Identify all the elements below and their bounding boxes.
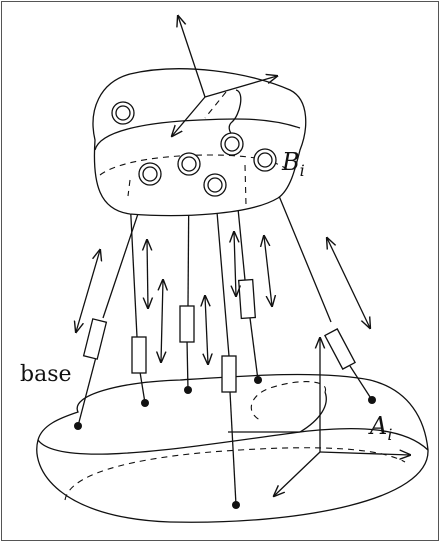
- base-joint: [74, 422, 82, 430]
- platform-joint: [112, 102, 134, 124]
- base-joint: [141, 399, 149, 407]
- base-joint: [232, 501, 240, 509]
- actuation-arrows: [76, 232, 370, 364]
- platform-joint: [254, 149, 276, 171]
- leg-motion-arrow: [264, 236, 272, 306]
- leg-motion-arrow: [205, 296, 208, 364]
- leg-motion-arrow: [327, 238, 370, 328]
- base-joint: [368, 396, 376, 404]
- leg-motion-arrow: [234, 232, 236, 296]
- leg-motion-arrow: [161, 280, 163, 362]
- moving-platform: [93, 69, 306, 216]
- base-joint: [184, 386, 192, 394]
- platform-joint: [139, 163, 161, 185]
- leg-motion-arrow: [147, 240, 148, 308]
- b-i-label: Bi: [281, 148, 305, 180]
- platform-joint: [221, 133, 243, 155]
- platform-joint: [178, 153, 200, 175]
- base-joint: [254, 376, 262, 384]
- base-label: base: [20, 362, 72, 387]
- platform-joint: [204, 174, 226, 196]
